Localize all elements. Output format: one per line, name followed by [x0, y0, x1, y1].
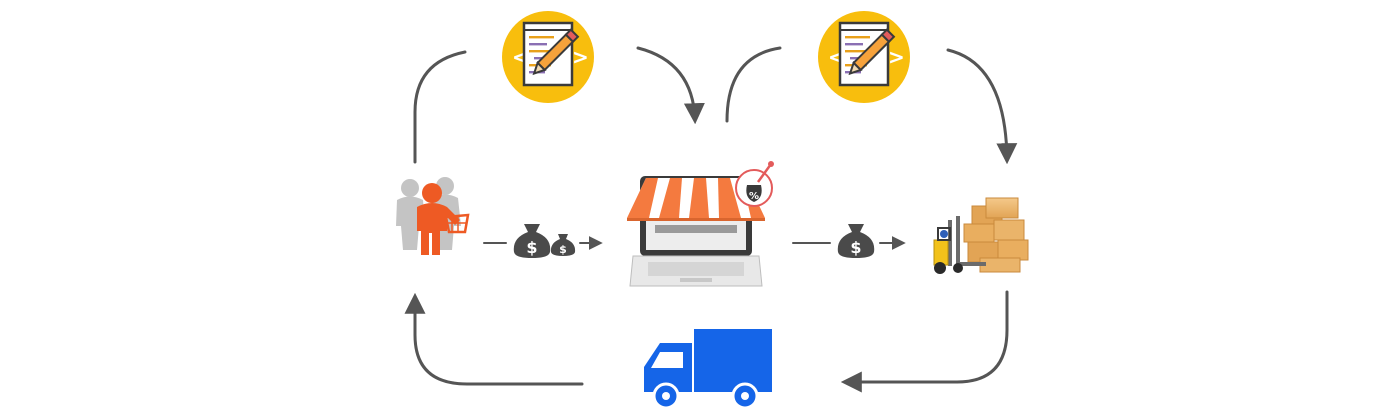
customers-node: [396, 177, 470, 255]
dollar-symbol: $: [559, 243, 567, 256]
online-store-node: %: [627, 161, 774, 287]
flow-arrows: [404, 46, 1018, 393]
code-document-pencil-icon: < >: [818, 11, 910, 103]
code-document-pencil-icon: < >: [502, 11, 594, 103]
percent-symbol: %: [749, 191, 759, 202]
money-bags-icon: $ $: [513, 224, 576, 258]
supplier-warehouse-node: [933, 197, 1029, 274]
forklift-boxes-icon: [933, 197, 1029, 274]
shoppers-with-basket-icon: [396, 177, 470, 255]
payment-store-to-warehouse: $: [837, 224, 875, 258]
money-bag-icon: $: [837, 224, 875, 258]
arrow-left-document-to-store: [636, 46, 705, 125]
arrow-right-document-to-warehouse: [946, 48, 1018, 165]
arrow-delivery-to-customers: [404, 292, 584, 386]
dollar-symbol: $: [850, 238, 861, 257]
delivery-truck-icon: [644, 329, 772, 410]
svg-text:>: >: [572, 45, 589, 69]
order-document-right: < >: [818, 11, 910, 103]
laptop-storefront-icon: [627, 176, 765, 287]
arrow-customers-to-left-document: [413, 50, 467, 164]
dollar-symbol: $: [526, 238, 537, 257]
arrow-warehouse-to-delivery: [840, 290, 1009, 393]
payment-customer-to-store: $ $: [513, 224, 576, 258]
discount-tag-icon: %: [735, 161, 774, 207]
svg-text:>: >: [888, 45, 905, 69]
arrow-store-to-right-document: [725, 46, 782, 123]
order-document-left: < >: [502, 11, 594, 103]
delivery-node: [644, 329, 772, 410]
